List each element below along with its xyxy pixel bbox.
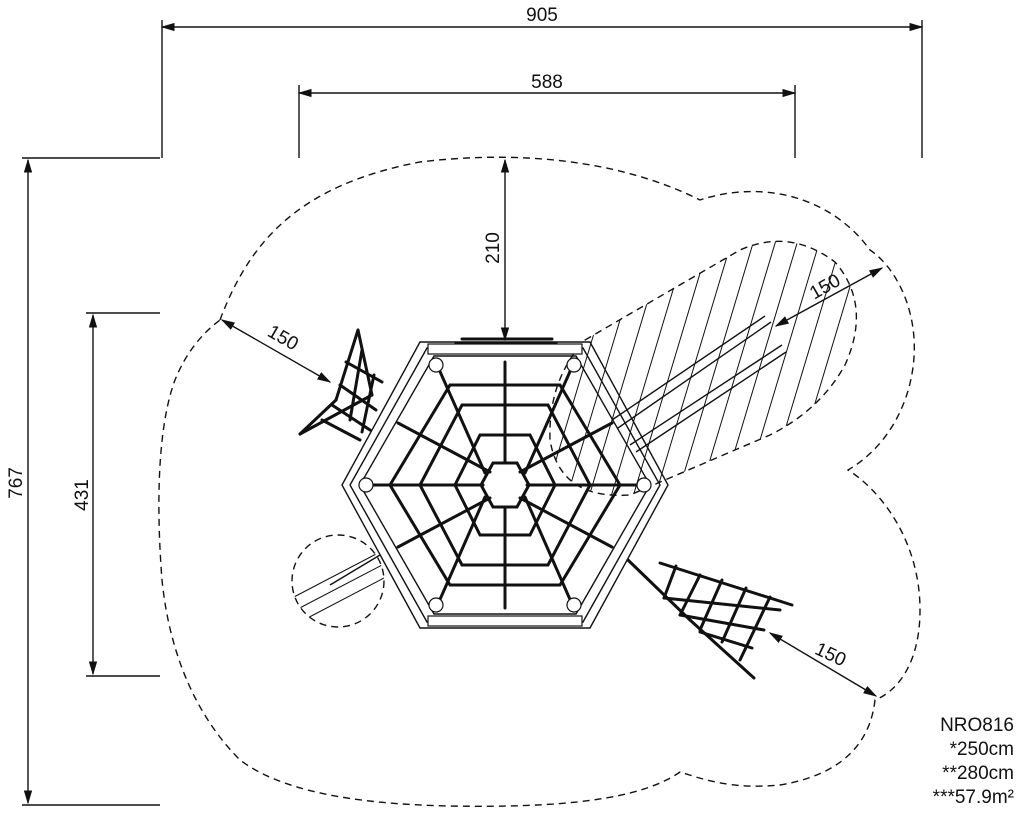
- dimension-overall-width: 905: [160, 5, 924, 158]
- spec-block: NRO816 *250cm **280cm ***57.9m²: [933, 714, 1014, 810]
- dimension-safety-right-top: 150: [774, 267, 884, 327]
- top-clearance-label: 210: [483, 232, 504, 264]
- safety-left-label: 150: [264, 321, 302, 355]
- safety-zone-outline: [158, 156, 921, 807]
- dimension-structure-height: 431: [72, 312, 160, 677]
- swing-zone-circle: [291, 534, 385, 628]
- dimension-safety-right-bottom: 150: [768, 632, 878, 697]
- overall-height-label: 767: [6, 467, 27, 499]
- height-spec-1: *250cm: [949, 739, 1014, 760]
- left-rope-ladder: [298, 328, 384, 442]
- slide-zone: [549, 240, 858, 497]
- dimension-overall-height: 767: [6, 157, 160, 806]
- posts: [358, 357, 652, 613]
- dimension-structure-width: 588: [297, 72, 797, 158]
- dimension-top-clearance: 210: [483, 158, 510, 342]
- model-code: NRO816: [940, 715, 1014, 736]
- dimension-safety-left: 150: [220, 319, 332, 383]
- height-spec-2: **280cm: [942, 763, 1014, 784]
- spider-net: [364, 360, 646, 610]
- safety-right-bottom-label: 150: [812, 639, 850, 671]
- safety-right-top-label: 150: [806, 270, 844, 304]
- overall-width-label: 905: [526, 5, 558, 26]
- structure-height-label: 431: [72, 479, 93, 511]
- area-spec: ***57.9m²: [932, 787, 1014, 808]
- top-climber: [454, 337, 558, 345]
- structure-width-label: 588: [531, 72, 563, 93]
- right-rope-ladder: [626, 558, 794, 680]
